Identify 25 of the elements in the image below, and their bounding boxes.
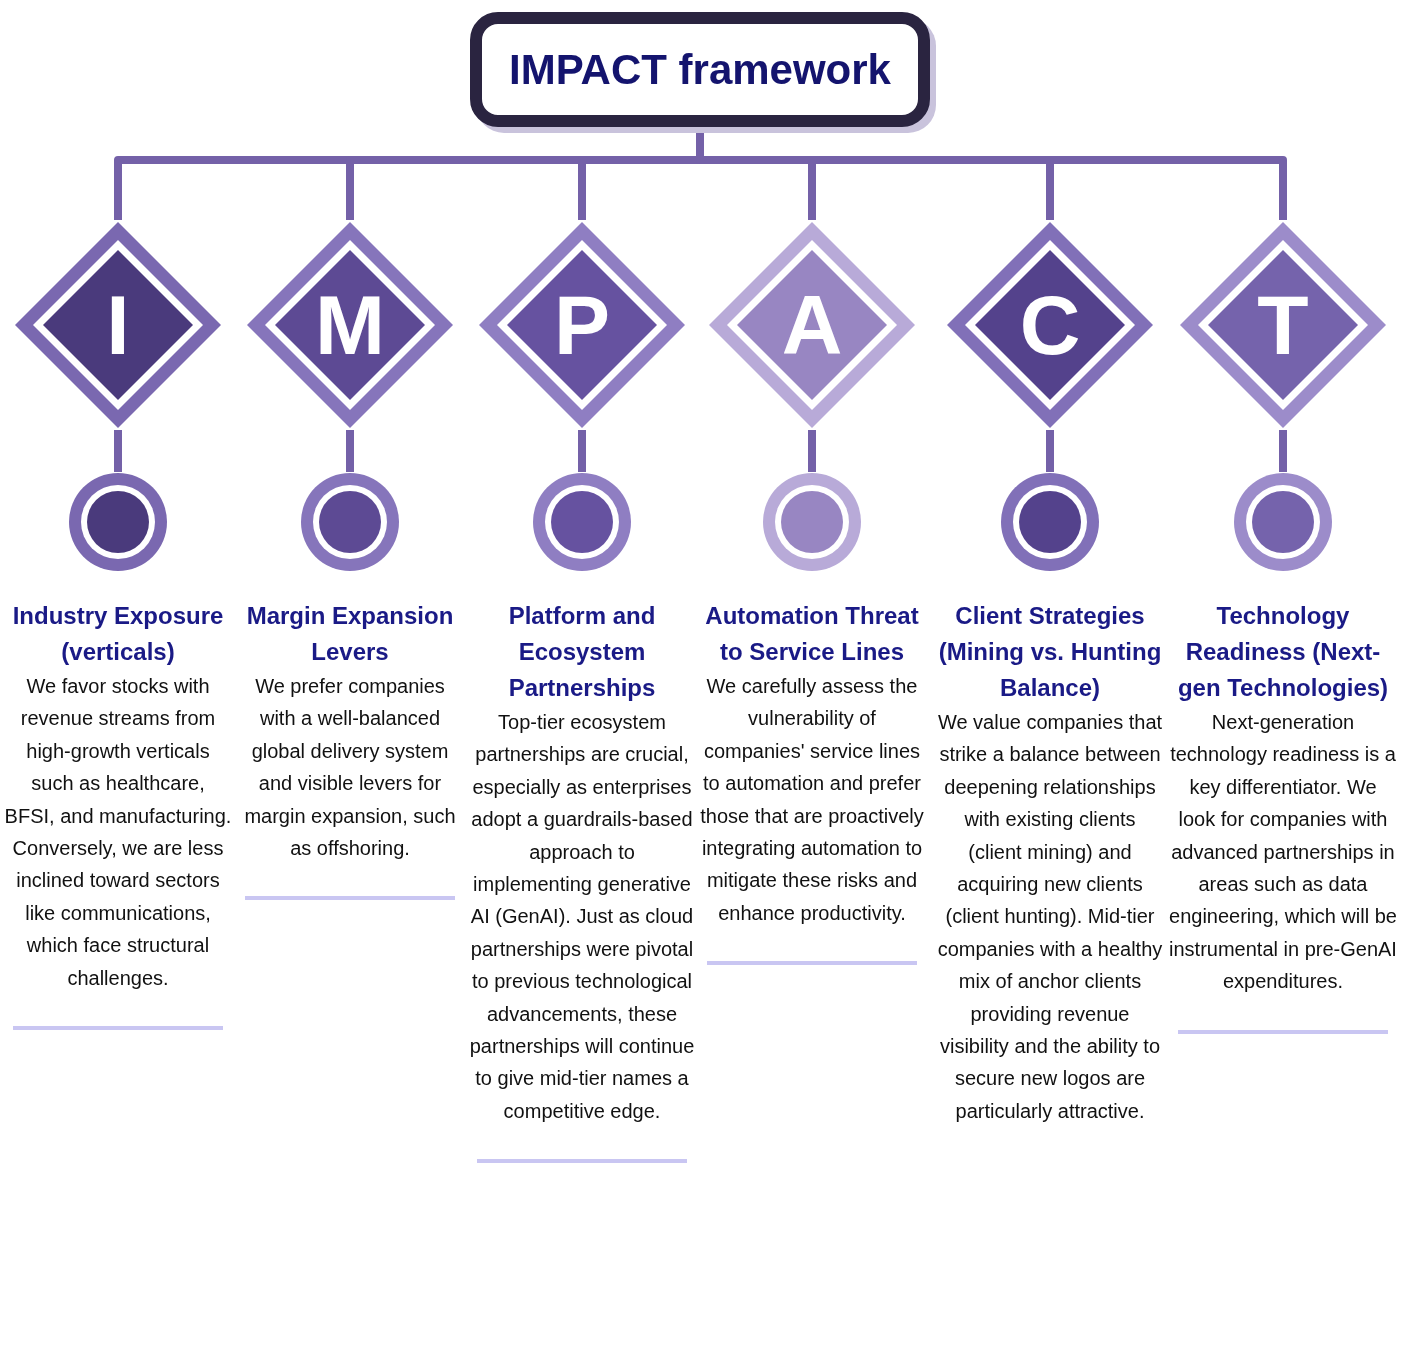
connector-line xyxy=(114,430,122,472)
connector-line xyxy=(808,430,816,472)
column-heading: Platform and Ecosystem Partnerships xyxy=(507,601,657,703)
column-heading: Margin Expansion Levers xyxy=(245,601,455,667)
column-description: Next-generation technology readiness is a key differentiator. We look for companies with advanced partnerships in areas such as data engineering, which will be instrumental in pre-GenAI expenditures. xyxy=(1169,710,1397,995)
diamond-letter: A xyxy=(781,283,843,367)
diamond-letter: T xyxy=(1257,283,1309,367)
column-heading: Industry Exposure (verticals) xyxy=(11,601,225,667)
connector-line xyxy=(1046,430,1054,472)
diamond-letter: C xyxy=(1019,283,1081,367)
column-heading: Client Strategies (Mining vs. Hunting Balance) xyxy=(937,601,1163,703)
column-description: We favor stocks with revenue streams from high-growth verticals such as healthcare, BFSI, and manufacturing. Conversely, we are less inclined toward sectors like communications, which face structural challenges. xyxy=(4,674,232,991)
column-description: We prefer companies with a well-balanced global delivery system and visible levers for margin expansion, such as offshoring. xyxy=(243,674,457,862)
connector-line xyxy=(578,430,586,472)
column-heading: Automation Threat to Service Lines xyxy=(704,601,920,667)
diamond-letter: M xyxy=(315,283,385,367)
diamond-letter: I xyxy=(106,283,130,367)
column-description: We carefully assess the vulnerability of companies' service lines to automation and prefer those that are proactively integrating automation to mitigate these risks and enhance productivity. xyxy=(699,674,925,926)
connector-line xyxy=(1279,430,1287,472)
diamond-letter: P xyxy=(554,283,610,367)
column-description: We value companies that strike a balance between deepening relationships with existing clients (client mining) and acquiring new clients (client hunting). Mid-tier companies with a healthy mix of anchor clients providing revenue visibility and the ability to secure new logos are particularly attractive. xyxy=(936,710,1164,1124)
connector-line xyxy=(346,430,354,472)
title-text: IMPACT framework xyxy=(509,45,891,95)
column-heading: Technology Readiness (Next-gen Technologies) xyxy=(1176,601,1390,703)
column-description: Top-tier ecosystem partnerships are crucial, especially as enterprises adopt a guardrails-based approach to implementing generative AI (GenAI). Just as cloud partnerships were pivotal to previous technological advancements, these partnerships will continue to give mid-tier names a competitive edge. xyxy=(468,710,696,1124)
